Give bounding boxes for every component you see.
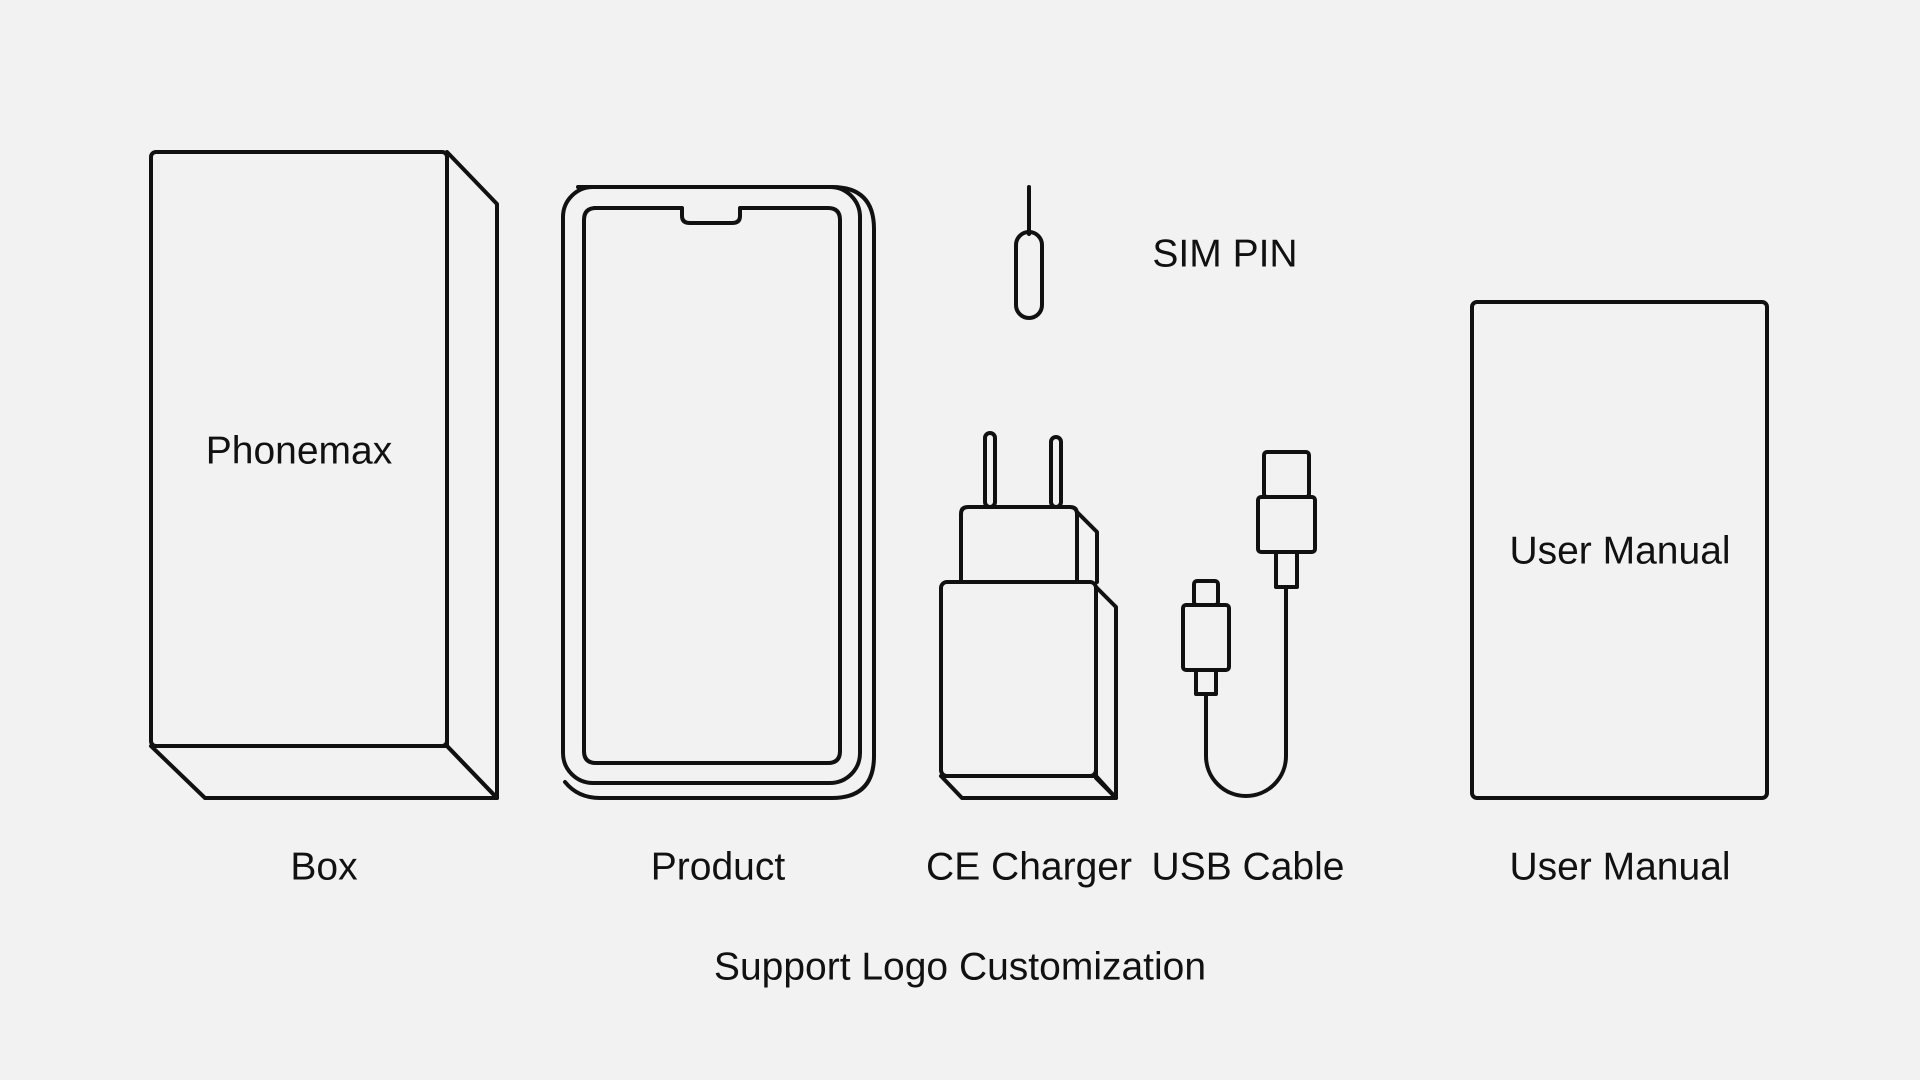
phone-outer-frame bbox=[561, 185, 862, 785]
product-caption: Product bbox=[650, 845, 786, 889]
charger-caption: CE Charger bbox=[926, 845, 1132, 889]
charger-prong-left bbox=[983, 431, 997, 509]
phone-screen-with-notch bbox=[582, 206, 842, 765]
charger-plug-neck-side bbox=[1075, 510, 1099, 584]
sim-pin-label: SIM PIN bbox=[1152, 232, 1298, 276]
box-bottom-face bbox=[149, 744, 499, 800]
user-manual-illustration bbox=[1470, 300, 1769, 800]
user-manual-cover-text: User Manual bbox=[1509, 529, 1731, 573]
box-caption: Box bbox=[290, 845, 358, 889]
phone-back-shell bbox=[563, 185, 876, 800]
user-manual-caption: User Manual bbox=[1509, 845, 1731, 889]
sim-pin-illustration bbox=[1014, 185, 1044, 320]
usb-a-strain-relief bbox=[1274, 550, 1299, 589]
charger-plug-neck bbox=[959, 505, 1079, 584]
user-manual-cover bbox=[1470, 300, 1769, 800]
usb-c-connector-tip bbox=[1192, 579, 1220, 607]
box-side-face bbox=[445, 150, 499, 800]
usb-cable-wire bbox=[1204, 585, 1288, 798]
box-illustration bbox=[149, 150, 499, 800]
box-brand-text: Phonemax bbox=[205, 429, 393, 473]
usb-cable-caption: USB Cable bbox=[1151, 845, 1345, 889]
usb-a-connector-housing bbox=[1256, 495, 1317, 554]
charger-body-bottom bbox=[939, 774, 1118, 800]
usb-c-connector-housing bbox=[1181, 603, 1231, 672]
charger-body-front bbox=[939, 580, 1098, 778]
charger-illustration bbox=[939, 431, 1118, 800]
logo-customization-note: Support Logo Customization bbox=[713, 945, 1207, 989]
usb-c-strain-relief bbox=[1194, 668, 1218, 696]
usb-cable-illustration bbox=[1181, 450, 1317, 798]
sim-pin-loop bbox=[1014, 230, 1044, 320]
usb-a-connector-tip bbox=[1262, 450, 1311, 499]
phone-illustration bbox=[561, 185, 876, 800]
charger-prong-right bbox=[1049, 435, 1063, 509]
charger-body-side bbox=[1094, 585, 1118, 800]
